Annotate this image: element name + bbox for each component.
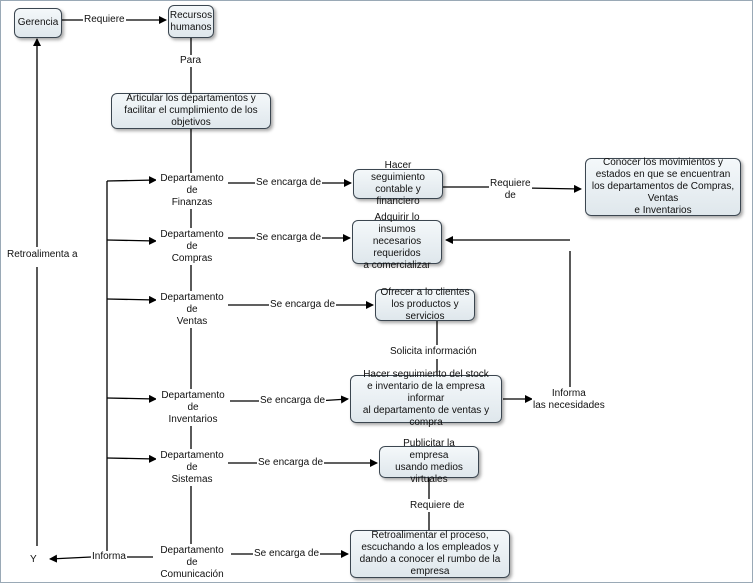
node-conocer-movimientos[interactable]: Conocer los movimientos y estados en que… <box>585 157 741 216</box>
node-gerencia[interactable]: Gerencia <box>14 8 62 38</box>
link-se-encarga-inventarios: Se encarga de <box>259 395 327 407</box>
node-seguimiento-stock[interactable]: Hacer seguimiento del stock e inventario… <box>350 369 502 428</box>
link-se-encarga-sistemas: Se encarga de <box>257 457 325 469</box>
link-solicita-informacion: Solicita información <box>389 346 478 358</box>
node-retroalimentar[interactable]: Retroalimentar el proceso, escuchando a … <box>350 530 510 578</box>
link-informa-necesidades: Informa las necesidades <box>532 388 606 412</box>
link-se-encarga-ventas: Se encarga de <box>269 299 337 311</box>
dept-comunicacion[interactable]: Departamento de Comunicación <box>153 545 231 581</box>
node-seguimiento-contable[interactable]: Hacer seguimiento contable y financiero <box>353 160 443 207</box>
node-publicitar[interactable]: Publicitar la empresa usando medios virt… <box>379 438 479 485</box>
link-se-encarga-compras: Se encarga de <box>255 232 323 244</box>
dept-compras[interactable]: Departamento de Compras <box>156 229 228 265</box>
link-se-encarga-finanzas: Se encarga de <box>255 177 323 189</box>
node-articular[interactable]: Articular los departamentos y facilitar … <box>111 93 271 129</box>
link-requiere-de-sistemas: Requiere de <box>409 500 466 512</box>
link-para: Para <box>179 55 203 67</box>
link-requiere: Requiere <box>83 14 126 26</box>
node-recursos-humanos[interactable]: Recursos humanos <box>168 5 214 38</box>
link-se-encarga-comunicacion: Se encarga de <box>253 548 321 560</box>
link-y: Y <box>30 554 37 565</box>
link-requiere-de: Requiere de <box>489 178 532 202</box>
dept-sistemas[interactable]: Departamento de Sistemas <box>156 450 228 486</box>
dept-ventas[interactable]: Departamento de Ventas <box>156 292 228 328</box>
link-retroalimenta: Retroalimenta a <box>6 249 79 261</box>
dept-inventarios[interactable]: Departamento de Inventarios <box>156 390 230 426</box>
node-adquirir-insumos[interactable]: Adquirir lo insumos necesarios requerido… <box>352 212 442 271</box>
node-ofrecer-clientes[interactable]: Ofrecer a lo clientes los productos y se… <box>375 287 475 322</box>
link-informa: Informa <box>91 551 127 563</box>
dept-finanzas[interactable]: Departamento de Finanzas <box>156 173 228 209</box>
